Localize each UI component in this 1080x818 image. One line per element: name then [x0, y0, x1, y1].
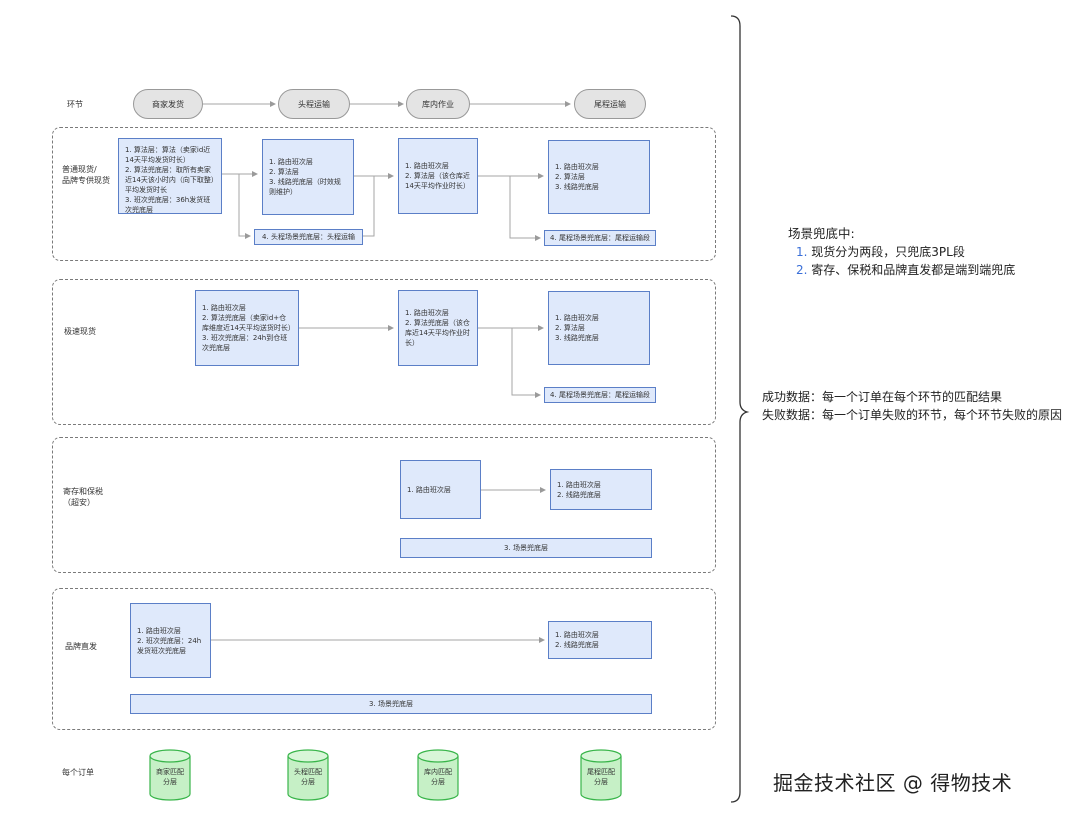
- express-last-mile-box[interactable]: 1. 路由班次层 2. 算法层 3. 线路兜底层: [548, 291, 650, 365]
- express-seller-box[interactable]: 1. 路由班次层 2. 算法兜底层（卖家id+仓库维度近14天平均送货时长） 3…: [195, 290, 299, 366]
- brand-last-mile-box[interactable]: 1. 路由班次层 2. 线路兜底层: [548, 621, 652, 659]
- scene-note-title: 场景兜底中:: [788, 226, 855, 241]
- failure-data-note: 失败数据：每一个订单失败的环节，每个环节失败的原因: [762, 408, 1063, 422]
- normal-first-mile-box[interactable]: 1. 路由班次层 2. 算法层 3. 线路兜底层（时效规则维护）: [262, 139, 354, 215]
- stage-last-mile[interactable]: 尾程运输: [574, 89, 646, 119]
- stage-first-mile[interactable]: 头程运输: [278, 89, 350, 119]
- order-cylinder-seller[interactable]: 商家匹配 分层: [149, 749, 191, 801]
- section-express: [52, 279, 716, 425]
- row-label-normal: 普通现货/ 品牌专供现货: [62, 165, 110, 185]
- consign-warehouse-box[interactable]: 1. 路由班次层: [400, 460, 481, 519]
- row-label-express: 极速现货: [64, 327, 96, 336]
- cylinder-icon: [287, 749, 329, 801]
- consign-last-mile-box[interactable]: 1. 路由班次层 2. 线路兜底层: [550, 469, 652, 510]
- normal-seller-box[interactable]: 1. 算法层：算法（卖家id近14天平均发货时长） 2. 算法兜底层：取所有卖家…: [118, 138, 222, 214]
- row-label-order: 每个订单: [62, 768, 94, 777]
- section-consign: [52, 437, 716, 573]
- scene-note-item-1: 1. 现货分为两段，只兜底3PL段: [796, 245, 965, 259]
- row-label-consign: 寄存和保税 （超安）: [63, 487, 103, 507]
- cylinder-icon: [149, 749, 191, 801]
- stage-warehouse[interactable]: 库内作业: [406, 89, 470, 119]
- row-label-brand: 品牌直发: [65, 642, 97, 651]
- order-cylinder-warehouse[interactable]: 库内匹配 分层: [417, 749, 459, 801]
- row-label-stages: 环节: [67, 100, 83, 109]
- order-cylinder-last-mile[interactable]: 尾程匹配 分层: [580, 749, 622, 801]
- stage-seller-ship[interactable]: 商家发货: [133, 89, 203, 119]
- normal-last-scene-bar[interactable]: 4. 尾程场景兜底层：尾程运输段: [544, 230, 656, 246]
- cylinder-icon: [417, 749, 459, 801]
- brand-scene-bar[interactable]: 3. 场景兜底层: [130, 694, 652, 714]
- cylinder-icon: [580, 749, 622, 801]
- express-last-scene-bar[interactable]: 4. 尾程场景兜底层：尾程运输段: [544, 387, 656, 403]
- normal-warehouse-box[interactable]: 1. 路由班次层 2. 算法层（该仓库近14天平均作业时长）: [398, 138, 478, 214]
- consign-scene-bar[interactable]: 3. 场景兜底层: [400, 538, 652, 558]
- brand-seller-box[interactable]: 1. 路由班次层 2. 班次兜底层：24h发货班次兜底层: [130, 603, 211, 678]
- express-warehouse-box[interactable]: 1. 路由班次层 2. 算法兜底层（该仓库近14天平均作业时长）: [398, 290, 478, 366]
- order-cylinder-first-mile[interactable]: 头程匹配 分层: [287, 749, 329, 801]
- section-brand: [52, 588, 716, 730]
- success-data-note: 成功数据：每一个订单在每个环节的匹配结果: [762, 390, 1003, 404]
- watermark: 掘金技术社区 @ 得物技术: [773, 771, 1013, 795]
- scene-note-item-2: 2. 寄存、保税和品牌直发都是端到端兜底: [796, 263, 1016, 277]
- normal-first-scene-bar[interactable]: 4. 头程场景兜底层：头程运输: [254, 229, 363, 245]
- section-normal: [52, 127, 716, 261]
- normal-last-mile-box[interactable]: 1. 路由班次层 2. 算法层 3. 线路兜底层: [548, 140, 650, 214]
